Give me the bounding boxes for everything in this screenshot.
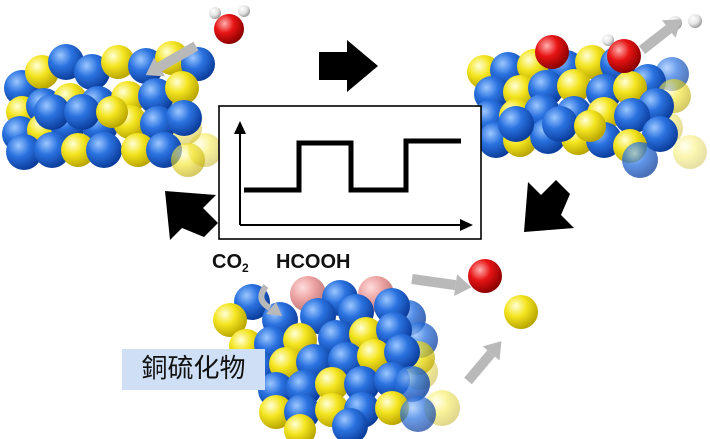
oxygen-atom	[214, 14, 244, 44]
sulfur-atom	[61, 133, 95, 167]
sulfur-atom	[284, 414, 316, 439]
oxygen-atom	[535, 35, 569, 69]
sulfur-atom	[673, 135, 707, 169]
arrow-water-in	[145, 41, 199, 77]
sulfur-atom	[96, 96, 128, 128]
sulfur-atom	[575, 45, 609, 79]
hydrogen-atom	[688, 14, 702, 28]
sulfur-atom	[357, 339, 391, 373]
co2-label-subscript: 2	[242, 261, 249, 275]
copper-atom	[86, 132, 122, 168]
copper-atom	[394, 366, 430, 402]
copper-atom	[6, 134, 42, 170]
copper-sulfide-cluster-sulfur-release	[213, 276, 460, 439]
sulfur-atom	[574, 110, 606, 142]
copper-atom	[166, 100, 202, 136]
oxygen-atom	[468, 259, 502, 293]
copper-atom	[400, 396, 436, 432]
copper-atom	[622, 142, 658, 178]
sulfur-atom	[259, 395, 293, 429]
sulfur-atom	[171, 143, 205, 177]
hydrogen-atom	[238, 5, 250, 17]
co2-curved-arrow	[258, 284, 272, 311]
hydrogen-atom	[209, 7, 221, 19]
copper-atom	[542, 106, 578, 142]
copper-atom	[64, 94, 100, 130]
sulfur-atom	[101, 45, 135, 79]
copper-sulfide-cluster-initial	[2, 41, 222, 177]
sulfur-atom	[315, 367, 349, 401]
copper-sulfide-cluster-oxygen-adsorbed	[467, 34, 707, 178]
hcooh-label: HCOOH	[276, 251, 351, 273]
inset-step-waveform	[244, 138, 461, 193]
sulfur-atom	[504, 295, 538, 329]
copper-atom	[74, 54, 110, 90]
oxygen-atom	[607, 39, 641, 73]
copper-atom	[138, 78, 174, 114]
sulfur-atom	[121, 133, 155, 167]
cycle-arrow-up-left	[165, 191, 218, 240]
copper-atom	[384, 334, 420, 370]
co2-curved-arrowhead	[266, 302, 282, 316]
copper-atom	[614, 98, 650, 134]
cycle-arrow-down-left	[524, 180, 574, 232]
sulfur-atom	[557, 69, 591, 103]
copper-atom	[344, 366, 380, 402]
hydrogen-atom	[602, 34, 614, 46]
cycle-arrow-right	[319, 40, 378, 92]
arrow-hydrogen-out	[638, 19, 682, 54]
copper-atom	[332, 408, 368, 439]
copper-atom	[34, 132, 70, 168]
sulfur-atom	[165, 71, 199, 105]
copper-atom	[34, 94, 70, 130]
co2-label-main: CO	[212, 251, 242, 273]
co2-label: CO2	[212, 251, 249, 275]
process-arrows	[145, 19, 682, 385]
arrow-oxygen-out	[411, 274, 472, 297]
cycle-arrows	[165, 40, 574, 240]
copper-atom	[498, 106, 534, 142]
material-label: 銅硫化物	[122, 349, 265, 390]
arrow-sulfur-out	[464, 341, 502, 385]
inset-x-axis-arrowhead	[460, 219, 473, 231]
inset-y-axis-arrowhead	[234, 121, 246, 134]
sulfur-atom	[613, 71, 647, 105]
inset-plot	[218, 105, 482, 240]
copper-atom	[642, 116, 678, 152]
sulfur-atom	[213, 303, 247, 337]
